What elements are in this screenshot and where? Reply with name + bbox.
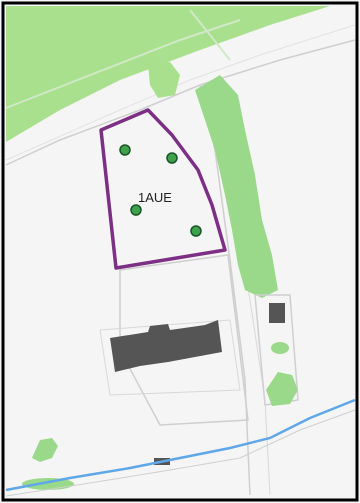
tree-marker-icon <box>166 152 178 164</box>
green-blob-3 <box>32 438 58 462</box>
tree-marker-icon <box>190 225 202 237</box>
green-blob <box>271 342 289 354</box>
parcel-boundary[interactable] <box>99 108 227 270</box>
road-edge <box>5 39 356 166</box>
field-boundary-line <box>5 19 241 109</box>
green-field <box>6 6 330 142</box>
lot-outline-2 <box>99 319 241 396</box>
tree-marker-icon <box>130 204 142 216</box>
parcel-label: 1AUE <box>138 190 172 205</box>
shed-building <box>269 303 285 323</box>
building <box>110 320 222 372</box>
side-lot-outline <box>254 294 299 406</box>
tree-marker-icon <box>119 144 131 156</box>
green-patch-top <box>148 62 180 98</box>
green-blob-2 <box>266 372 298 406</box>
road-edge-2 <box>5 24 356 161</box>
stream <box>5 398 356 492</box>
field-boundary-line-2 <box>189 9 231 61</box>
stream-bank <box>5 409 356 497</box>
green-strip <box>195 75 278 298</box>
